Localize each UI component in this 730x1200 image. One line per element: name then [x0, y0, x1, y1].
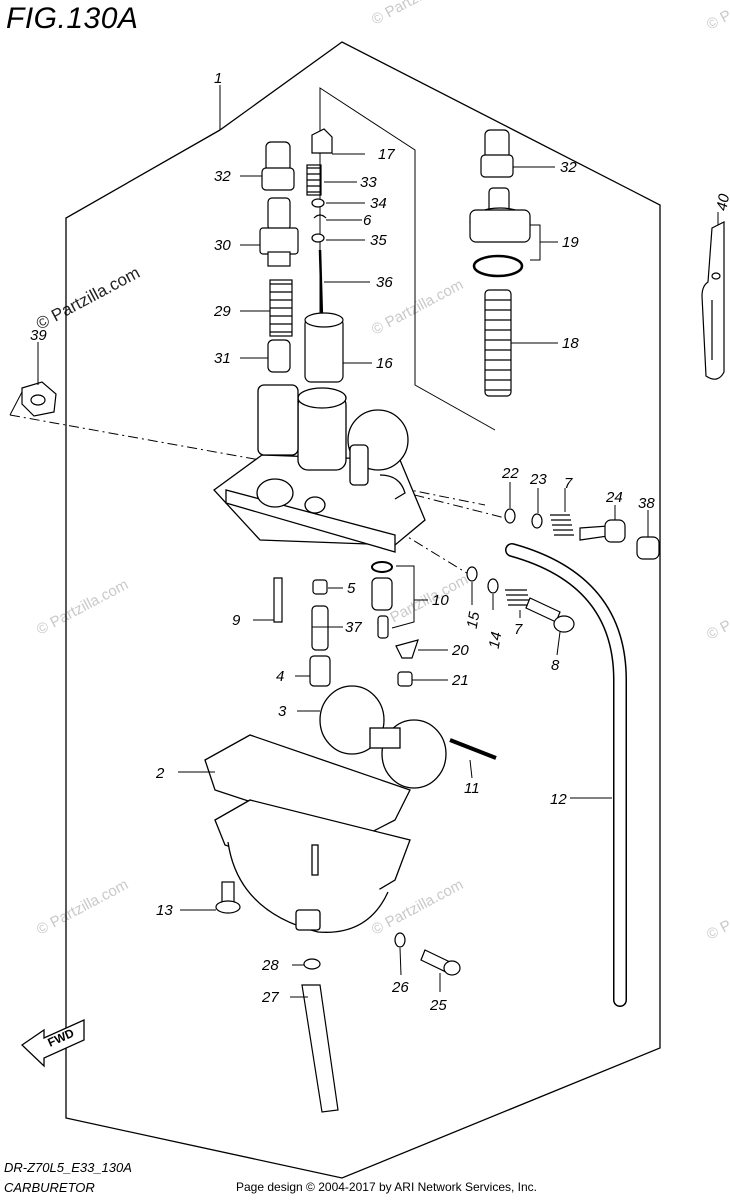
callout-31: 31	[214, 350, 231, 367]
vent-tube-inner	[506, 544, 626, 1006]
callout-16: 16	[376, 355, 393, 372]
chamber-screw	[215, 881, 241, 914]
callout-40: 40	[713, 192, 730, 212]
callout-12: 12	[550, 791, 567, 808]
figure-title: FIG.130A	[6, 2, 139, 35]
callout-7-second: 7	[514, 621, 523, 638]
callout-38: 38	[638, 495, 655, 512]
leader-lines	[9, 414, 506, 576]
adjuster-part	[259, 197, 299, 267]
callout-37: 37	[345, 619, 362, 636]
watermark: © Partzilla.com	[704, 0, 730, 34]
callout-34: 34	[370, 195, 387, 212]
callout-9: 9	[232, 612, 241, 629]
callout-24: 24	[605, 489, 623, 506]
assembly-outline	[65, 41, 661, 1179]
jet-needle	[318, 249, 324, 319]
leader-39	[9, 391, 23, 416]
callout-33: 33	[360, 174, 377, 191]
callout-8: 8	[551, 657, 560, 674]
pilot-screw-parts	[504, 508, 660, 560]
callout-11: 11	[464, 780, 480, 797]
watermark: © Partzilla.com	[704, 581, 730, 643]
large-spring	[484, 289, 512, 397]
spring-part	[269, 164, 322, 337]
cable-bracket	[701, 221, 725, 380]
throttle-stop-parts	[466, 566, 575, 633]
callout-7: 7	[564, 475, 573, 492]
float	[319, 685, 447, 789]
callout-26: 26	[391, 979, 409, 996]
small-parts	[311, 128, 333, 243]
callout-19: 19	[562, 234, 579, 251]
watermark: © Partzilla.com	[34, 876, 131, 938]
float-chamber	[214, 799, 411, 933]
callout-1: 1	[214, 70, 222, 87]
main-jet	[309, 655, 331, 687]
top-cap-part	[469, 187, 531, 278]
jet-parts	[273, 561, 419, 687]
drain-tube	[301, 958, 339, 1113]
carburetor-body	[213, 384, 426, 553]
callout-18: 18	[562, 335, 579, 352]
callout-27: 27	[261, 989, 279, 1006]
callout-14: 14	[486, 631, 506, 650]
gasket	[204, 734, 411, 839]
callout-labels: 1 2 3 4 5 6 7 7 8 9 10 11 12 13 14 15 16…	[30, 70, 730, 1014]
page-footer: Page design © 2004-2017 by ARI Network S…	[236, 1180, 538, 1194]
callout-17: 17	[378, 146, 395, 163]
callout-10: 10	[432, 592, 449, 609]
callout-22: 22	[501, 465, 519, 482]
callout-15: 15	[464, 610, 484, 630]
callout-30: 30	[214, 237, 231, 254]
callout-32-second: 32	[560, 159, 577, 176]
callout-39: 39	[30, 327, 47, 344]
drain-screw	[394, 932, 461, 976]
watermark-main: © Partzilla.com	[33, 263, 143, 334]
watermark: © Partzilla.com	[34, 576, 131, 638]
section-name: CARBURETOR	[4, 1180, 95, 1195]
float-pin	[449, 738, 497, 760]
callout-13: 13	[156, 902, 173, 919]
callout-28: 28	[261, 957, 279, 974]
callout-21: 21	[451, 672, 469, 689]
cable-holder	[267, 339, 291, 373]
callout-20: 20	[451, 642, 469, 659]
callout-23: 23	[529, 471, 547, 488]
callout-4: 4	[276, 668, 284, 685]
diagram-code: DR-Z70L5_E33_130A	[4, 1160, 132, 1175]
callout-2: 2	[155, 765, 165, 782]
cap-part	[261, 129, 514, 191]
callout-5: 5	[347, 580, 356, 597]
callout-35: 35	[370, 232, 387, 249]
callout-6: 6	[363, 212, 372, 229]
nut-part	[21, 381, 57, 417]
callout-3: 3	[278, 703, 287, 720]
callout-32: 32	[214, 168, 231, 185]
callout-leaders	[37, 85, 719, 998]
throttle-group-bracket	[319, 87, 496, 431]
fwd-arrow: FWD	[20, 1018, 85, 1068]
callout-36: 36	[376, 274, 393, 291]
callout-25: 25	[429, 997, 447, 1014]
throttle-valve	[304, 312, 344, 383]
watermark: © Partzilla.com	[704, 881, 730, 943]
watermark: © Partzilla.com	[369, 0, 466, 29]
callout-29: 29	[213, 303, 231, 320]
